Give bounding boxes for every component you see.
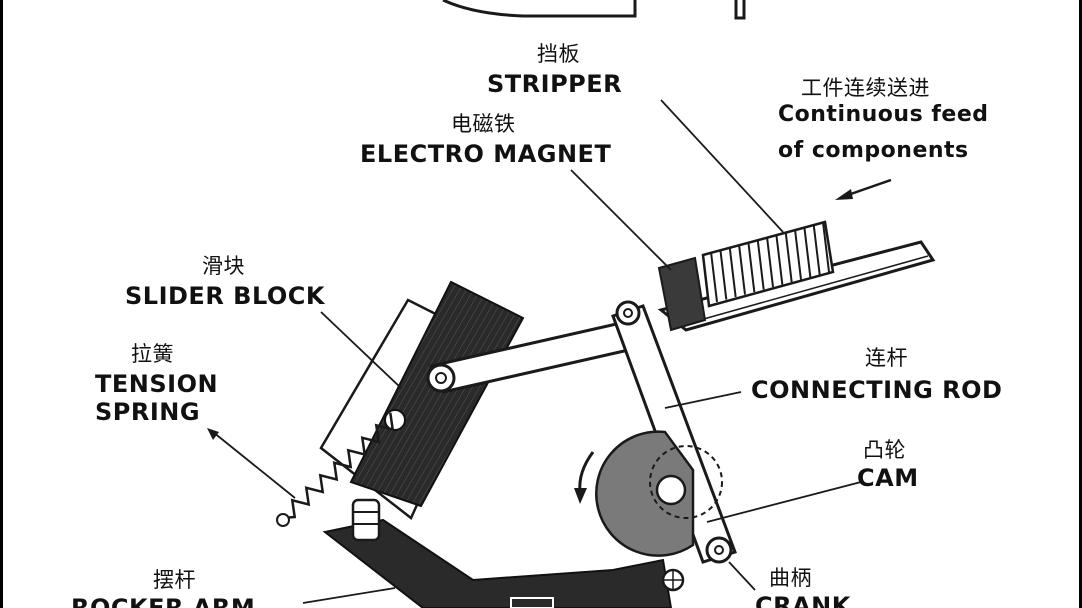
crank-label: CRANK xyxy=(755,592,851,608)
connecting-rod-label: CONNECTING ROD xyxy=(751,376,1003,404)
cam-hub xyxy=(655,474,687,506)
comb-tooth xyxy=(803,226,812,278)
comb-tooth xyxy=(822,221,830,273)
diagram-stage: 挡板 STRIPPER 电磁铁 ELECTRO MAGNET 工件连续送进 Co… xyxy=(3,0,1079,608)
comb-tooth xyxy=(794,229,802,280)
spring-coil xyxy=(282,412,395,520)
comb-tooth xyxy=(775,234,784,285)
magnet-label: ELECTRO MAGNET xyxy=(360,140,612,168)
comb-tooth xyxy=(710,251,718,303)
comb-tooth xyxy=(738,244,746,295)
spring-label-zh: 拉簧 xyxy=(131,342,174,366)
feed-label-line1: Continuous feed xyxy=(778,102,989,127)
rocker-roller xyxy=(351,498,381,542)
spring-label-line1: TENSION xyxy=(95,370,219,398)
mechanism-drawing xyxy=(207,0,936,608)
feed-label-zh: 工件连续送进 xyxy=(801,76,930,100)
rod-label-zh: 连杆 xyxy=(865,346,908,370)
spring-label-line2: SPRING xyxy=(95,398,201,426)
stripper-label: STRIPPER xyxy=(487,70,623,98)
cam-label-zh: 凸轮 xyxy=(863,438,906,462)
slider-label-zh: 滑块 xyxy=(202,254,245,278)
comb-tooth xyxy=(812,224,821,275)
components-stack xyxy=(701,220,835,308)
slider-pivot xyxy=(384,409,406,431)
rotation-arrow xyxy=(574,451,595,504)
top-pin xyxy=(734,0,746,20)
spring-hook xyxy=(276,513,290,527)
stripper-label-zh: 挡板 xyxy=(537,42,580,66)
comb-tooth xyxy=(766,236,774,288)
slider-block xyxy=(349,280,525,508)
rocker-label-zh: 摆杆 xyxy=(153,568,196,592)
rocker-arm-shape xyxy=(322,518,673,608)
magnet-label-zh: 电磁铁 xyxy=(451,112,516,136)
comb-tooth xyxy=(728,246,737,298)
comb-tooth xyxy=(747,241,756,293)
comb-tooth xyxy=(784,231,793,283)
slider-label: SLIDER BLOCK xyxy=(125,282,326,310)
leader-lines xyxy=(212,99,862,604)
feed-arrow xyxy=(835,178,892,200)
cam-shape xyxy=(595,430,695,557)
comb-tooth xyxy=(719,249,728,300)
stripper-comb xyxy=(710,221,830,303)
top-part-outline xyxy=(442,0,637,18)
comb-tooth xyxy=(756,239,765,290)
feed-label-line2: of components xyxy=(778,138,969,163)
rocker-arm-label: ROCKER ARM xyxy=(71,594,256,608)
cam-label: CAM xyxy=(857,464,919,492)
crank-label-zh: 曲柄 xyxy=(769,566,812,590)
tension-spring xyxy=(282,412,395,520)
crank-disc xyxy=(649,445,723,519)
electro-magnet xyxy=(657,256,707,332)
rocker-slot xyxy=(510,597,554,608)
